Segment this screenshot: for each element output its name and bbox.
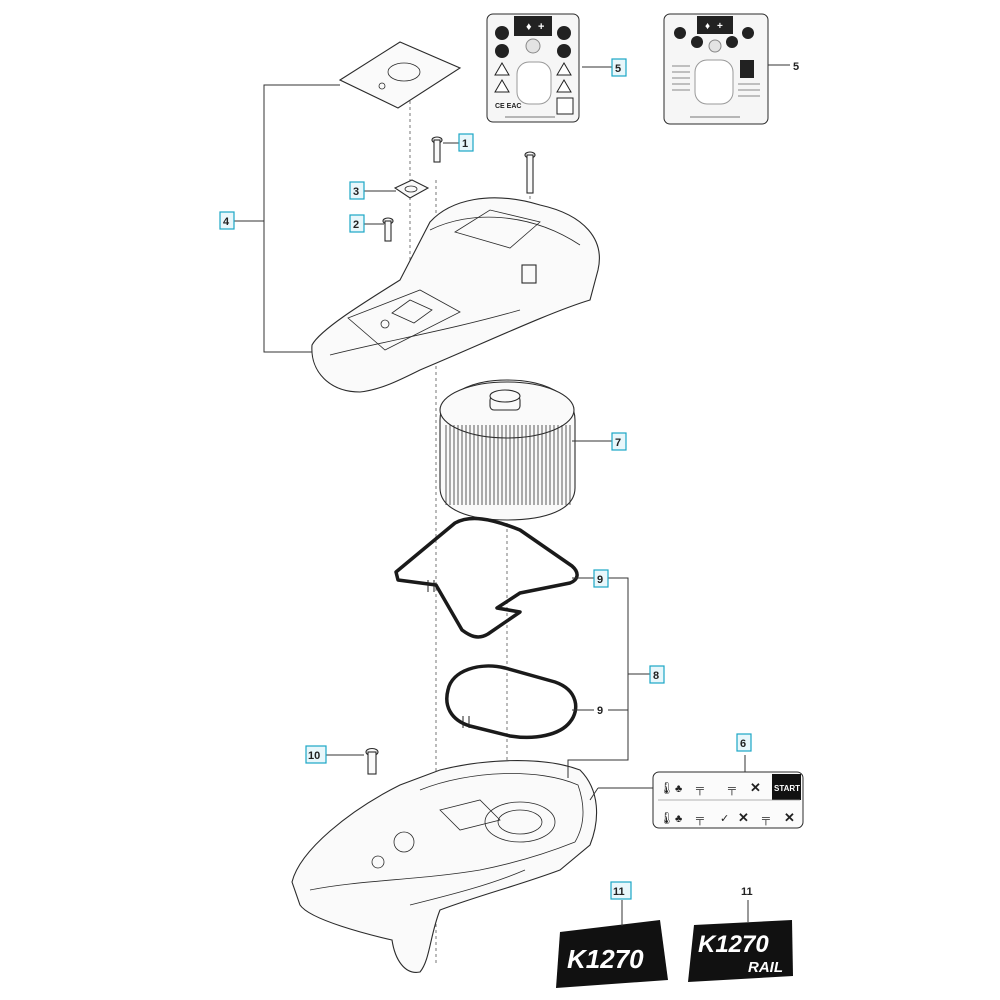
cross-icon: ✕: [750, 780, 761, 795]
circle-icon: [708, 39, 722, 53]
callout-9-plain[interactable]: 9: [597, 705, 603, 717]
warning-triangle-icon: [494, 62, 510, 76]
callout-2[interactable]: 2: [349, 214, 365, 233]
warning-decal-5-right: ♦ +: [663, 13, 769, 125]
badge-text: K1270: [698, 931, 769, 958]
callout-11-label: 11: [613, 886, 625, 898]
helmet-icon: [557, 26, 571, 40]
eye-protection-icon: [742, 27, 754, 39]
start-label: START: [774, 784, 800, 793]
eye-protection-icon: [557, 44, 571, 58]
callout-10[interactable]: 10: [305, 745, 327, 764]
choke-icon: ╤: [695, 813, 704, 826]
callout-1[interactable]: 1: [458, 133, 474, 152]
callout-5-label: 5: [615, 63, 621, 75]
air-filter-part-7: [439, 379, 576, 521]
warning-decal-5-left: ♦ + CE EAC: [486, 13, 580, 123]
ear-protection-icon: [495, 44, 509, 58]
callout-4-label: 4: [223, 216, 230, 228]
model-badge-k1270: K1270: [556, 920, 668, 988]
bottom-housing: [291, 759, 598, 973]
grommet-part-3: [393, 179, 430, 199]
callout-4[interactable]: 4: [219, 211, 235, 230]
operator-icon: [740, 60, 754, 78]
callout-2-label: 2: [353, 219, 359, 231]
callout-6-label: 6: [740, 738, 746, 750]
callout-3[interactable]: 3: [349, 181, 365, 200]
callout-6[interactable]: 6: [736, 733, 752, 752]
leader-lines: [229, 64, 790, 926]
callout-11[interactable]: 11: [610, 881, 632, 900]
badge-rail-text: RAIL: [748, 959, 783, 976]
cross-icon: ✕: [784, 810, 795, 825]
warning-triangle-icon: [556, 62, 572, 76]
callout-8[interactable]: 8: [649, 665, 665, 684]
circle-icon: [525, 38, 541, 54]
callout-5-plain[interactable]: 5: [793, 61, 799, 73]
warning-triangle-icon: [556, 79, 572, 93]
callout-1-label: 1: [462, 138, 468, 150]
oval-gasket-part-9: [445, 664, 578, 740]
callout-3-label: 3: [353, 186, 359, 198]
start-decal-part-6: START 🌡 ♣ ╤ ╤ ✕ 🌡 ♣ ╤ ✓ ✕ ╤ ✕: [652, 771, 804, 829]
warning-triangle-icon: [494, 79, 510, 93]
screw-part-1: [431, 136, 443, 163]
filter-ribs: [445, 425, 571, 505]
callout-10-label: 10: [308, 750, 320, 762]
thermometer-icon: 🌡: [659, 781, 674, 795]
helmet-icon: [691, 36, 703, 48]
long-screw: [524, 151, 536, 194]
model-badge-k1270-rail: K1270 RAIL: [688, 920, 793, 982]
book-icon: [674, 27, 686, 39]
plus-icon: +: [538, 21, 544, 33]
callout-8-label: 8: [653, 670, 659, 682]
plus-icon: +: [717, 21, 723, 32]
callout-5-plain-label: 5: [793, 61, 799, 73]
callout-7-label: 7: [615, 437, 621, 449]
check-icon: ✓: [720, 813, 729, 825]
fuel-drop-icon: ♦: [526, 21, 532, 33]
choke-icon: ╤: [695, 783, 704, 796]
thermometer-icon: 🌡: [659, 811, 674, 825]
top-gasket-plate: [338, 41, 462, 109]
choke-half-icon: ╤: [761, 813, 770, 826]
book-icon: [495, 26, 509, 40]
callout-5[interactable]: 5: [611, 58, 627, 77]
operator-icon: ♣: [675, 783, 682, 795]
callout-11-plain[interactable]: 11: [741, 886, 753, 898]
top-cover: [311, 197, 600, 393]
screw-part-10: [365, 747, 379, 775]
badge-text: K1270: [567, 944, 644, 974]
callout-9[interactable]: 9: [593, 569, 609, 588]
fuel-drop-icon: ♦: [705, 21, 710, 32]
ce-mark: CE EAC: [495, 103, 521, 110]
callout-7[interactable]: 7: [611, 432, 627, 451]
callout-9-plain-label: 9: [597, 705, 603, 717]
choke-half-icon: ╤: [727, 783, 736, 796]
callout-9-label: 9: [597, 574, 603, 586]
operator-icon: ♣: [675, 813, 682, 825]
callout-11-plain-label: 11: [741, 886, 753, 898]
screw-part-2: [382, 217, 394, 242]
large-gasket-part-9: [394, 516, 579, 639]
ear-protection-icon: [726, 36, 738, 48]
cross-icon: ✕: [738, 810, 749, 825]
